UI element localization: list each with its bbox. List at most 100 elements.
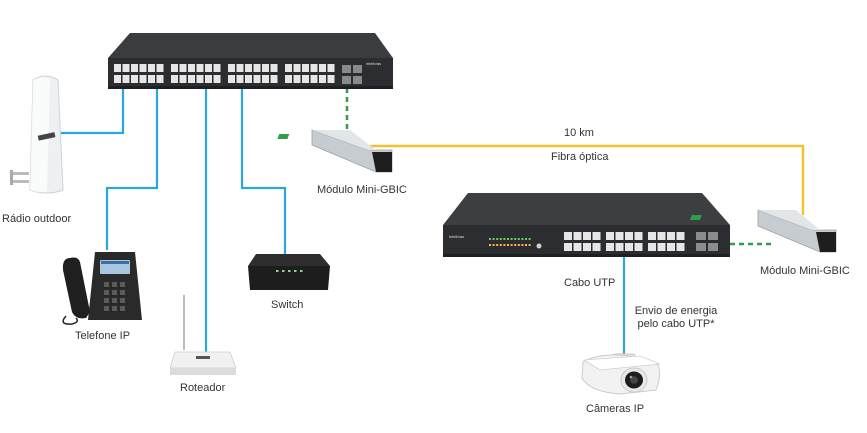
status-led	[503, 238, 506, 240]
status-led	[514, 238, 517, 240]
ethernet-port	[634, 232, 643, 240]
cable-to-switch	[240, 88, 287, 255]
utp-cables	[60, 88, 626, 356]
status-led	[521, 244, 524, 246]
phone-key	[104, 290, 109, 295]
ethernet-port	[583, 232, 591, 240]
short-links	[345, 88, 775, 246]
ethernet-port	[648, 243, 656, 251]
status-led	[503, 244, 506, 246]
ethernet-port	[179, 75, 187, 83]
phone-key	[120, 306, 125, 311]
ethernet-port	[156, 75, 164, 83]
ethernet-port	[302, 64, 309, 72]
camera-icon	[581, 353, 661, 395]
ethernet-port	[564, 243, 572, 251]
ethernet-port	[310, 75, 318, 83]
ethernet-port	[148, 64, 155, 72]
ethernet-port	[122, 75, 130, 83]
ethernet-port	[573, 243, 582, 251]
status-led	[521, 238, 524, 240]
ethernet-port	[270, 75, 278, 83]
status-led	[510, 244, 513, 246]
camera-label: Câmeras IP	[586, 403, 645, 415]
main-switch: intelbras	[108, 33, 393, 89]
ethernet-port	[253, 75, 261, 83]
ethernet-port	[205, 64, 212, 72]
ethernet-port	[270, 64, 278, 72]
sfp-port	[696, 243, 706, 251]
ethernet-port	[228, 75, 235, 83]
fiber-label: Fibra óptica	[551, 151, 609, 163]
ip-phone-icon	[62, 252, 142, 325]
sfp-port	[353, 76, 362, 84]
ethernet-port	[615, 243, 624, 251]
ethernet-port	[319, 64, 326, 72]
ethernet-port	[592, 232, 601, 240]
status-led	[499, 244, 502, 246]
ethernet-port	[648, 232, 656, 240]
phone-key	[112, 298, 117, 303]
gbic-left-label: Módulo Mini-GBIC	[317, 184, 407, 196]
ethernet-port	[262, 64, 269, 72]
ethernet-port	[171, 75, 178, 83]
status-led	[276, 270, 279, 272]
ethernet-port	[196, 75, 204, 83]
status-led	[496, 244, 499, 246]
phone-key	[104, 282, 109, 287]
status-led	[300, 270, 303, 272]
ethernet-port	[122, 64, 130, 72]
fiber-optic-link	[370, 144, 805, 215]
status-led	[294, 270, 297, 272]
sfp-port	[353, 65, 362, 73]
switch-icon	[248, 254, 330, 290]
ethernet-port	[131, 75, 138, 83]
power-label-line1: Envio de energia	[634, 305, 718, 317]
ethernet-port	[253, 64, 261, 72]
ethernet-port	[148, 75, 155, 83]
status-led	[510, 238, 513, 240]
ethernet-port	[327, 64, 335, 72]
ethernet-port	[228, 64, 235, 72]
ethernet-port	[114, 75, 121, 83]
ethernet-port	[245, 64, 252, 72]
phone-keypad	[104, 282, 125, 311]
radio-outdoor-label: Rádio outdoor	[2, 213, 72, 225]
radio-outdoor-icon	[10, 75, 64, 194]
ethernet-port	[262, 75, 269, 83]
status-led	[525, 238, 527, 240]
ethernet-port	[139, 75, 147, 83]
status-led	[514, 244, 517, 246]
ethernet-port	[293, 64, 301, 72]
ethernet-port	[573, 232, 582, 240]
status-led	[528, 238, 531, 240]
ethernet-port	[592, 243, 601, 251]
ethernet-port	[213, 64, 221, 72]
ethernet-port	[245, 75, 252, 83]
ethernet-port	[139, 64, 147, 72]
sfp-port	[342, 65, 351, 73]
ip-phone-label: Telefone IP	[75, 330, 131, 342]
ethernet-port	[293, 75, 301, 83]
phone-key	[104, 298, 109, 303]
ethernet-port	[285, 64, 292, 72]
poe-switch-sfp-ports	[696, 232, 718, 251]
status-led	[517, 238, 520, 240]
ethernet-port	[205, 75, 212, 83]
status-led	[528, 244, 531, 246]
phone-key	[112, 306, 117, 311]
cable-to-phone	[105, 88, 159, 250]
ethernet-port	[131, 64, 138, 72]
main-switch-logo: intelbras	[366, 61, 381, 66]
ethernet-port	[196, 64, 204, 72]
ethernet-port	[156, 64, 164, 72]
ethernet-port	[319, 75, 326, 83]
status-led	[492, 244, 495, 246]
status-led	[496, 238, 499, 240]
status-led	[507, 238, 509, 240]
ethernet-port	[676, 232, 685, 240]
router-icon	[169, 295, 237, 375]
power-button	[536, 243, 542, 249]
